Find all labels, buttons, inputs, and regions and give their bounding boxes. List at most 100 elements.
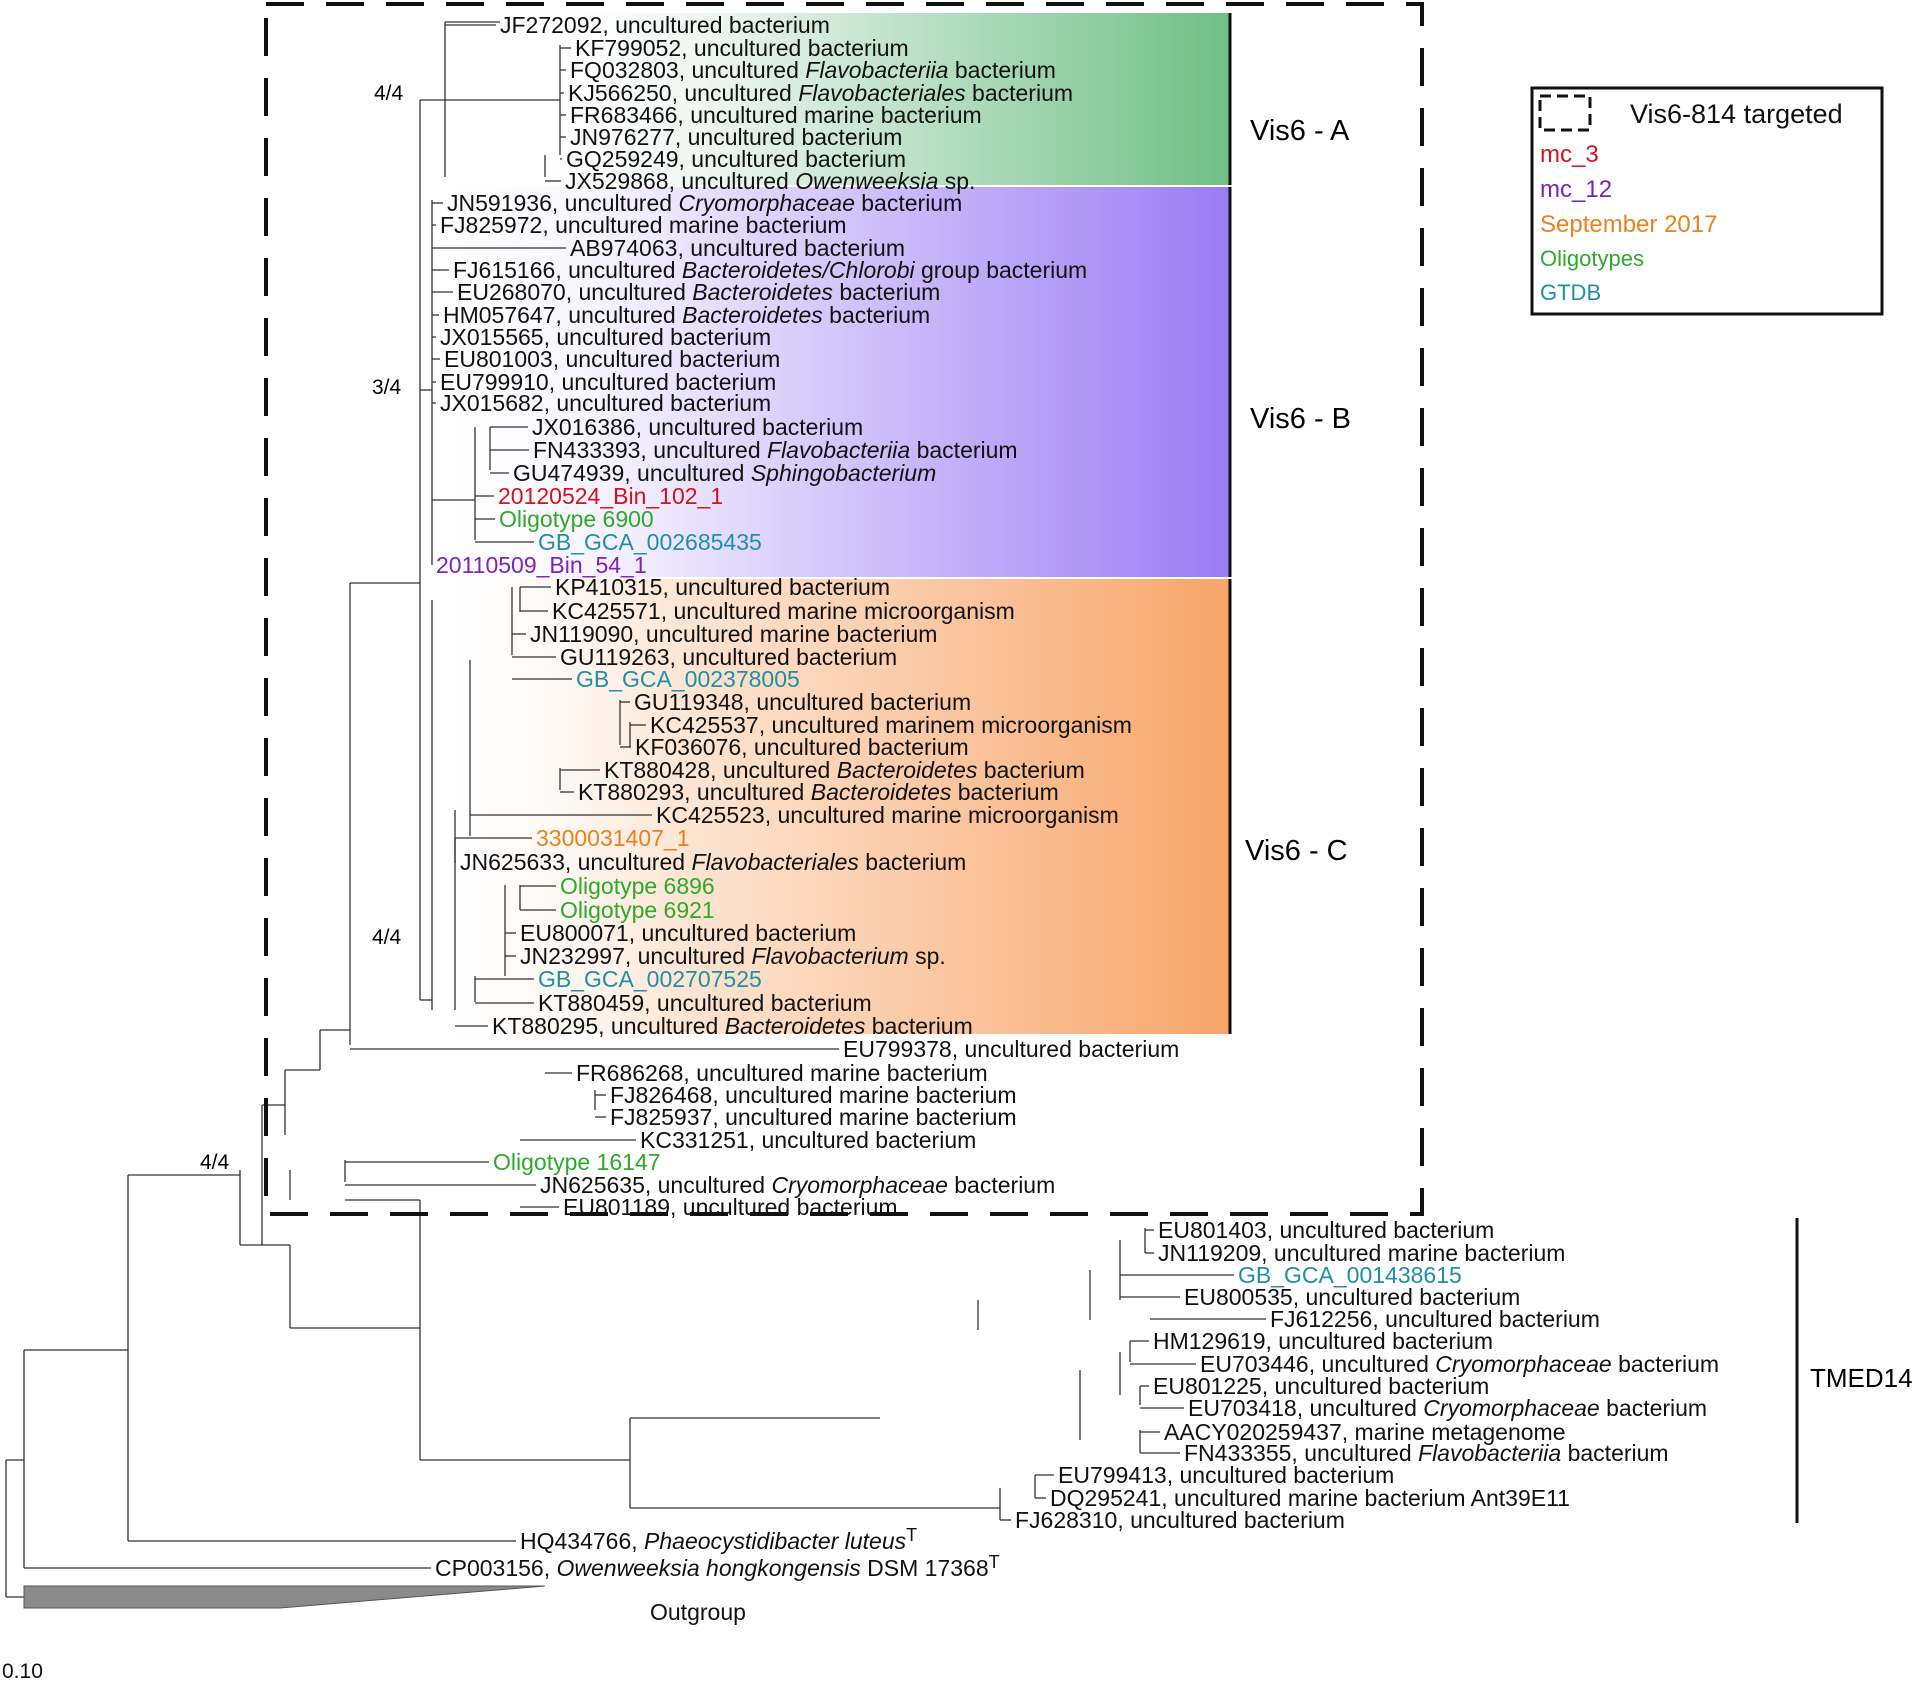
leaf-label: KT880428, uncultured Bacteroidetes bacte…	[604, 757, 1085, 783]
leaf-accession: GQ259249	[566, 146, 679, 172]
leaf-accession: JN625635	[540, 1172, 645, 1198]
leaf-accession: 20120524_Bin_102_1	[498, 483, 723, 509]
leaf-accession: HM057647	[443, 302, 556, 328]
leaf-accession: FJ612256	[1270, 1306, 1372, 1332]
leaf-accession: KC425523	[656, 802, 765, 828]
leaf-label: CP003156, Owenweeksia hongkongensis DSM …	[435, 1552, 1000, 1581]
leaf-accession: FJ826468	[610, 1082, 712, 1108]
leaf-label: FN433393, uncultured Flavobacteriia bact…	[533, 437, 1018, 463]
leaf-accession: AACY020259437	[1164, 1419, 1342, 1445]
legend-item: September 2017	[1540, 211, 1717, 238]
leaf-accession: CP003156	[435, 1555, 544, 1581]
leaf-label: 3300031407_1	[536, 825, 690, 851]
leaf-accession: JF272092	[500, 12, 602, 38]
leaf-accession: KJ566250	[568, 80, 672, 106]
leaf-accession: KF799052	[575, 35, 681, 61]
leaf-label: GB_GCA_001438615	[1238, 1262, 1462, 1288]
leaf-label: FJ826468, uncultured marine bacterium	[610, 1082, 1017, 1108]
leaf-accession: KT880295	[492, 1013, 598, 1039]
tree-branches	[5, 21, 1266, 1598]
clade-label-vis6-a: Vis6 - A	[1250, 115, 1350, 147]
leaf-label: GB_GCA_002378005	[576, 666, 800, 692]
leaf-label: JX015565, uncultured bacterium	[440, 324, 771, 350]
clade-label-tmed14: TMED14	[1810, 1363, 1913, 1393]
leaf-label: GU119263, uncultured bacterium	[560, 644, 897, 670]
leaf-accession: HM129619	[1153, 1328, 1266, 1354]
leaf-accession: Oligotype 16147	[493, 1149, 661, 1175]
leaf-accession: JX529868	[565, 168, 669, 194]
support-value: 4/4	[200, 1151, 230, 1174]
leaf-label: KF036076, uncultured bacterium	[635, 734, 969, 760]
leaf-label: Oligotype 6921	[560, 897, 715, 923]
leaf-label: EU268070, uncultured Bacteroidetes bacte…	[457, 279, 940, 305]
support-value: 4/4	[374, 82, 404, 105]
leaf-label: FJ615166, uncultured Bacteroidetes/Chlor…	[453, 257, 1087, 283]
legend: Vis6-814 targeted mc_3 mc_12 September 2…	[1530, 86, 1884, 316]
leaf-label: EU799378, uncultured bacterium	[843, 1036, 1179, 1062]
leaf-accession: GU119348	[634, 689, 744, 715]
leaf-accession: JX016386	[532, 414, 636, 440]
leaf-label: 20120524_Bin_102_1	[498, 483, 723, 509]
leaf-label: EU800535, uncultured bacterium	[1184, 1284, 1520, 1310]
leaf-label: JX015682, uncultured bacterium	[440, 390, 771, 416]
leaf-label: EU799413, uncultured bacterium	[1058, 1462, 1394, 1488]
leaf-label: KC425537, uncultured marinem microorgani…	[650, 712, 1132, 738]
leaf-label: FN433355, uncultured Flavobacteriia bact…	[1184, 1440, 1669, 1466]
leaf-accession: EU799378	[843, 1036, 952, 1062]
leaf-label: EU801403, uncultured bacterium	[1158, 1217, 1494, 1243]
leaf-label: FQ032803, uncultured Flavobacteriia bact…	[570, 57, 1056, 83]
leaf-label: 20110509_Bin_54_1	[436, 552, 647, 578]
leaf-label: KP410315, uncultured bacterium	[555, 574, 890, 600]
leaf-label: EU801003, uncultured bacterium	[444, 346, 780, 372]
leaf-label: HM129619, uncultured bacterium	[1153, 1328, 1493, 1354]
legend-item: mc_3	[1540, 141, 1599, 168]
leaf-label: FR683466, uncultured marine bacterium	[570, 102, 982, 128]
leaf-accession: 3300031407_1	[536, 825, 690, 851]
outgroup-triangle	[23, 1585, 546, 1609]
leaf-accession: FJ615166	[453, 257, 555, 283]
leaf-accession: FR683466	[570, 102, 677, 128]
leaf-accession: 20110509_Bin_54_1	[436, 552, 647, 578]
scale-label: 0.10	[2, 1660, 43, 1681]
leaf-accession: GB_GCA_001438615	[1238, 1262, 1462, 1288]
leaf-accession: FQ032803	[570, 57, 679, 83]
leaf-label: JF272092, uncultured bacterium	[500, 12, 830, 38]
leaf-accession: JX015682	[440, 390, 544, 416]
leaf-accession: JN119090	[530, 621, 633, 647]
leaf-label: KT880459, uncultured bacterium	[538, 990, 872, 1016]
leaf-accession: Oligotype 6900	[499, 506, 654, 532]
leaf-accession: KT880293	[578, 779, 684, 805]
leaf-label: EU801225, uncultured bacterium	[1153, 1373, 1489, 1399]
leaf-accession: EU801403	[1158, 1217, 1267, 1243]
leaf-accession: EU268070	[457, 279, 566, 305]
leaf-label: FR686268, uncultured marine bacterium	[576, 1060, 988, 1086]
leaf-label: GU119348, uncultured bacterium	[634, 689, 971, 715]
clade-label-vis6-c: Vis6 - C	[1245, 835, 1348, 867]
leaf-accession: EU801003	[444, 346, 553, 372]
leaf-label: GU474939, uncultured Sphingobacterium	[513, 460, 936, 486]
leaf-label: AB974063, uncultured bacterium	[570, 235, 905, 261]
leaf-label: JN119090, uncultured marine bacterium	[530, 621, 937, 647]
leaf-accession: GB_GCA_002685435	[538, 529, 762, 555]
leaf-accession: KF036076	[635, 734, 741, 760]
leaf-accession: KC331251	[640, 1127, 749, 1153]
leaf-label: Oligotype 6896	[560, 873, 715, 899]
leaf-label: KT880293, uncultured Bacteroidetes bacte…	[578, 779, 1059, 805]
leaf-label: EU801189, uncultured bacterium	[563, 1194, 898, 1220]
leaf-label: JN591936, uncultured Cryomorphaceae bact…	[447, 190, 962, 216]
outgroup-label: Outgroup	[650, 1599, 746, 1625]
vis6a-band	[520, 13, 1230, 185]
support-value: 4/4	[372, 926, 402, 949]
vis6b-band	[430, 187, 1230, 577]
leaf-label: EU703446, uncultured Cryomorphaceae bact…	[1200, 1351, 1719, 1377]
leaf-label: GB_GCA_002707525	[538, 966, 762, 992]
vis6-814-targeted-box	[264, 2, 1424, 1216]
leaf-label: JN232997, uncultured Flavobacterium sp.	[520, 943, 946, 969]
leaf-label: EU799910, uncultured bacterium	[440, 369, 776, 395]
leaf-label: AACY020259437, marine metagenome	[1164, 1419, 1566, 1445]
leaf-accession: FJ825972	[440, 212, 542, 238]
leaf-accession: FN433393	[533, 437, 640, 463]
leaf-accession: JN625633	[460, 849, 565, 875]
leaf-label: EU703418, uncultured Cryomorphaceae bact…	[1188, 1395, 1707, 1421]
